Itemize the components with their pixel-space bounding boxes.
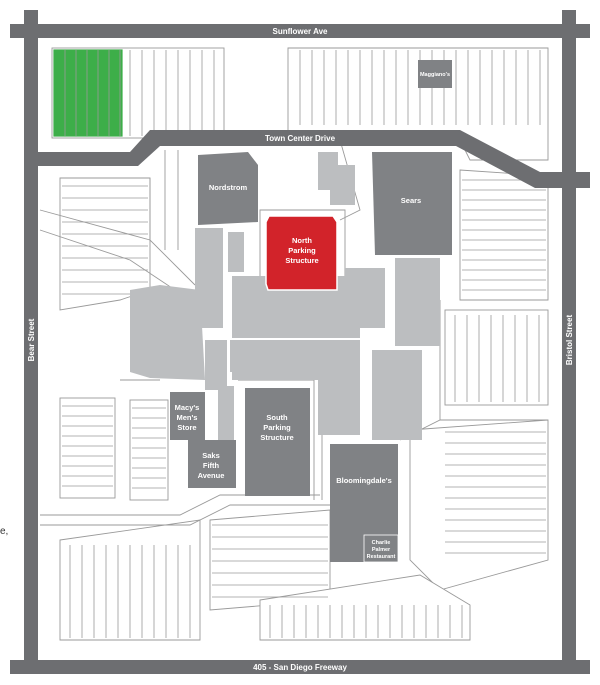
label-south-parking-3: Structure — [260, 433, 293, 442]
restaurant-maggianos[interactable] — [418, 60, 452, 88]
store-nordstrom[interactable] — [198, 152, 258, 225]
mall-west-anchor — [130, 285, 205, 380]
mall-east-lower — [372, 350, 422, 440]
label-saks-2: Fifth — [203, 461, 220, 470]
road-bristol-street — [562, 10, 576, 670]
label-san-diego-freeway: 405 - San Diego Freeway — [253, 663, 347, 672]
label-sears: Sears — [401, 196, 421, 205]
mall-corridor-nw2 — [228, 232, 244, 272]
restaurant-charlie-palmer[interactable] — [363, 534, 399, 563]
road-sunflower-ave — [10, 24, 590, 38]
south-parking-structure[interactable] — [245, 388, 310, 496]
store-saks[interactable] — [188, 440, 236, 488]
lot-east-2[interactable] — [444, 309, 549, 406]
label-macys-3: Store — [177, 423, 196, 432]
label-saks-3: Avenue — [198, 471, 225, 480]
mall-center-south — [230, 340, 360, 435]
mall-corridor-w — [205, 340, 227, 390]
mall-south-piece — [218, 386, 234, 441]
lot-east-1[interactable] — [459, 169, 549, 301]
lot-southwest-1[interactable] — [59, 397, 116, 499]
mall-corridor-nw — [195, 228, 223, 328]
lot-east-3[interactable] — [409, 419, 549, 591]
label-saks-1: Saks — [202, 451, 220, 460]
label-charlie-palmer-3: Restaurant — [367, 554, 396, 560]
road-labels: Sunflower Ave Town Center Drive Bear Str… — [27, 27, 574, 672]
label-bear-street: Bear Street — [27, 318, 36, 361]
label-macys-1: Macy's — [175, 403, 200, 412]
anchor-stores — [170, 60, 452, 563]
label-town-center-drive: Town Center Drive — [265, 134, 336, 143]
label-south-parking-1: South — [266, 413, 288, 422]
store-sears[interactable] — [372, 152, 452, 255]
mall-east-block — [395, 258, 440, 346]
label-charlie-palmer-1: Charlie — [372, 540, 391, 546]
roads — [10, 10, 590, 674]
lot-southwest-2[interactable] — [129, 399, 169, 501]
label-south-parking-2: Parking — [263, 423, 291, 432]
north-parking-structure[interactable] — [265, 215, 338, 291]
parking-lots — [51, 47, 549, 641]
mall-north-annex — [318, 152, 355, 205]
label-maggianos: Maggiano's — [420, 72, 450, 78]
label-macys-2: Men's — [177, 413, 198, 422]
clipped-margin-text: e, — [0, 526, 9, 537]
label-nordstrom: Nordstrom — [209, 183, 248, 192]
building-labels: Nordstrom Sears North Parking Structure … — [175, 72, 450, 560]
label-charlie-palmer-2: Palmer — [372, 547, 391, 553]
road-bear-street — [24, 10, 38, 670]
label-north-parking-3: Structure — [285, 256, 318, 265]
store-macys-mens[interactable] — [170, 392, 205, 440]
road-san-diego-freeway — [10, 660, 590, 674]
label-sunflower-ave: Sunflower Ave — [273, 27, 329, 36]
store-bloomingdales[interactable] — [330, 444, 398, 562]
label-bristol-street: Bristol Street — [565, 315, 574, 366]
lot-highlighted-green[interactable] — [52, 48, 124, 138]
lot-south-2[interactable] — [259, 574, 471, 641]
road-town-center-drive — [24, 130, 590, 188]
label-north-parking-1: North — [292, 236, 312, 245]
label-bloomingdales: Bloomingdale's — [336, 476, 392, 485]
label-north-parking-2: Parking — [288, 246, 316, 255]
